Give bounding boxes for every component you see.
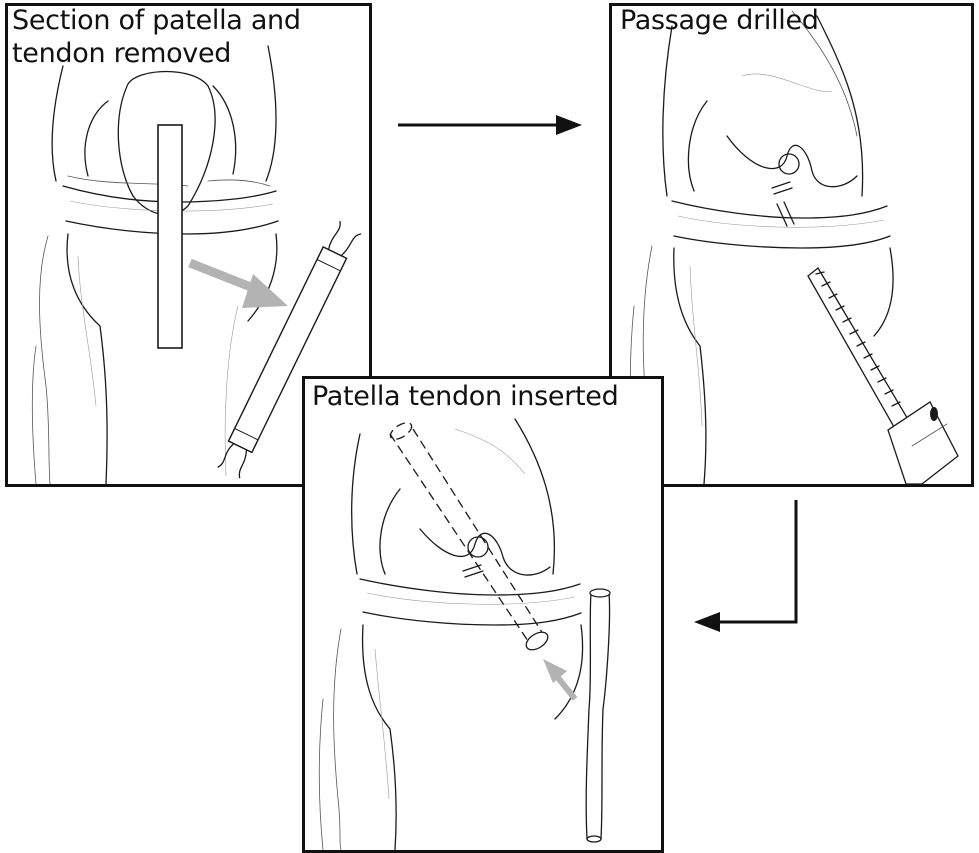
drill-bit-icon (808, 268, 958, 484)
down-left-arrow-icon (688, 495, 808, 640)
step-caption: Section of patella and tendon removed (12, 4, 301, 70)
pointer-arrow-icon (190, 263, 288, 308)
tendon-graft-strip-icon (586, 589, 610, 842)
right-arrow-icon (390, 110, 590, 140)
step-panel-tendon-inserted: Patella tendon inserted (302, 376, 664, 853)
step-caption: Passage drilled (620, 4, 819, 37)
step-caption: Patella tendon inserted (312, 380, 618, 413)
knee-joint-illustration (612, 6, 971, 484)
inserted-graft-dashed-outline (388, 419, 551, 653)
knee-joint-illustration (305, 379, 661, 850)
pointer-arrow-icon (543, 659, 575, 699)
